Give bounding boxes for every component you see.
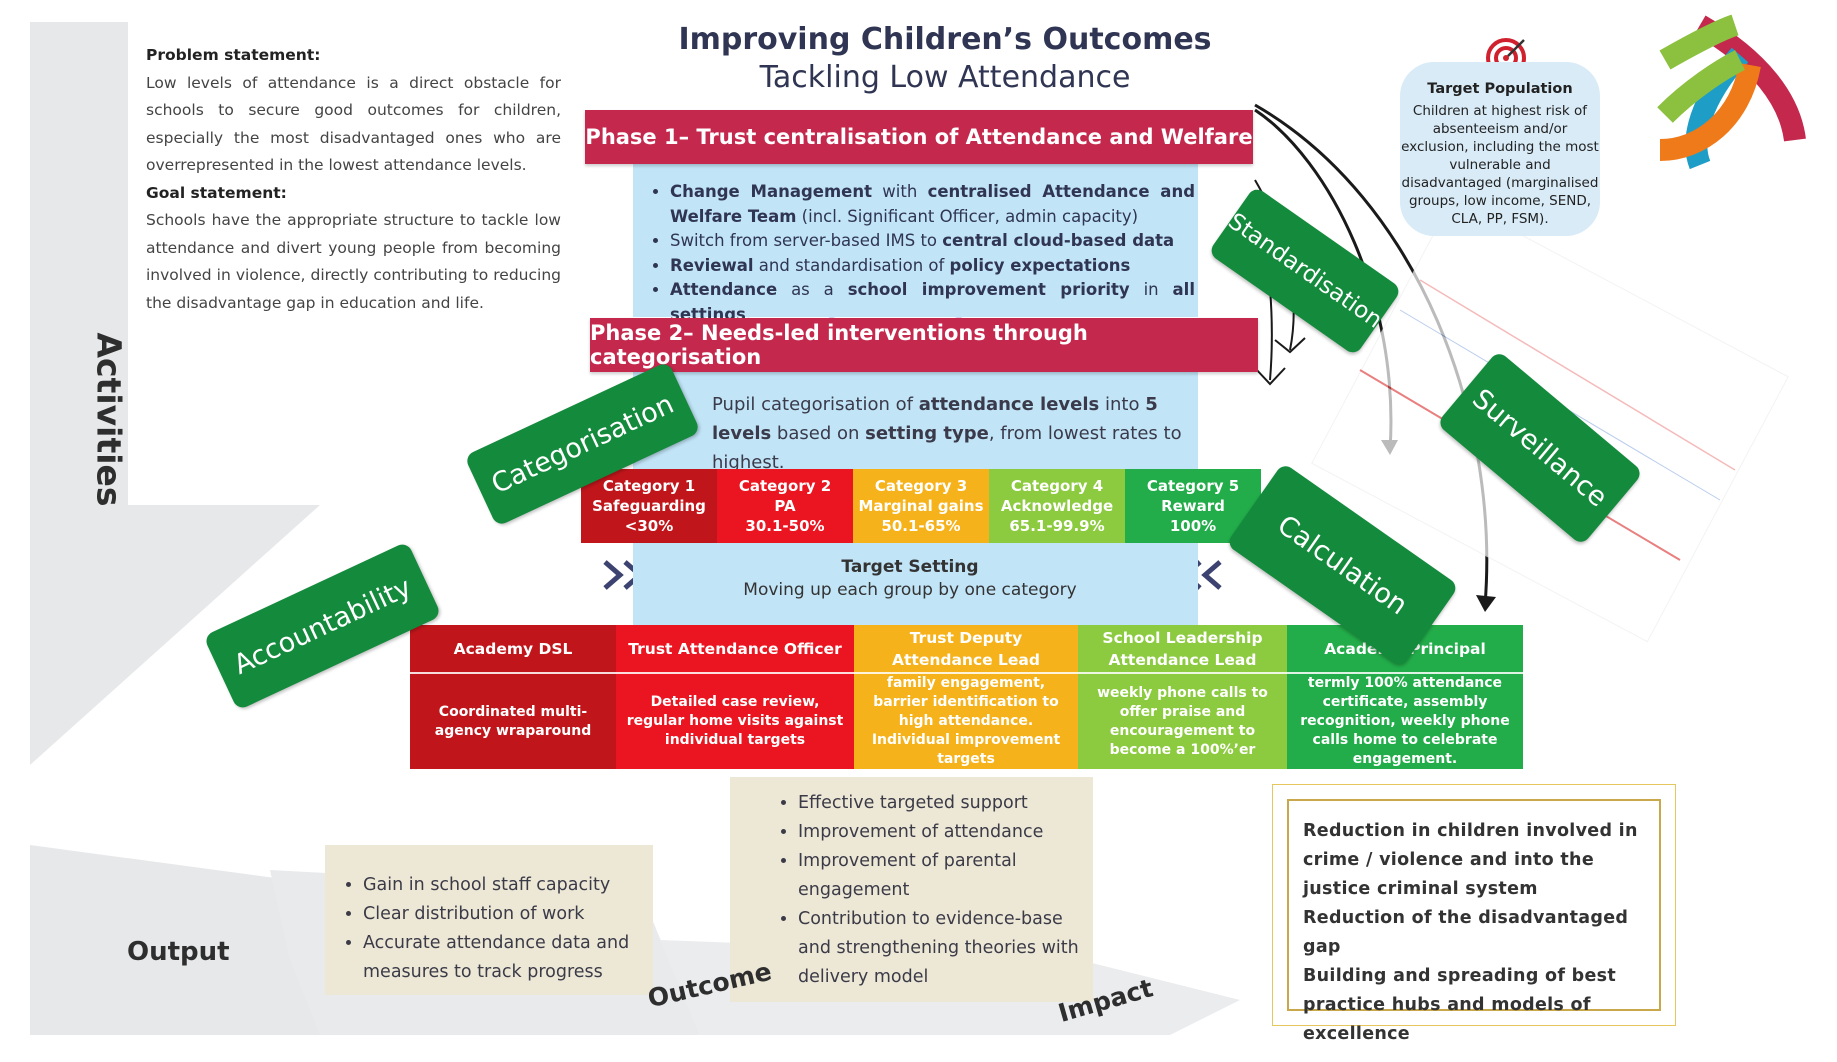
problem-text: Low levels of attendance is a direct obs… [146, 73, 561, 175]
role-body: weekly phone calls to offer praise and e… [1097, 684, 1268, 758]
phase1-item: Attendance as a school improvement prior… [670, 278, 1195, 327]
goal-text: Schools have the appropriate structure t… [146, 211, 561, 312]
category-name: Category 5 [1146, 477, 1240, 495]
category-range: 100% [1169, 517, 1217, 535]
category-row: Category 1 Safeguarding <30% Category 2 PA 30… [581, 469, 1261, 543]
category-cell: Category 3 Marginal gains 50.1-65% [853, 469, 989, 543]
page-subtitle: Tackling Low Attendance [759, 60, 1131, 95]
category-label: Safeguarding [592, 497, 706, 515]
role-column: School Leadership Attendance Lead weekly … [1078, 625, 1287, 769]
category-cell: Category 5 Reward 100% [1125, 469, 1261, 543]
category-name: Category 3 [874, 477, 968, 495]
page-title: Improving Children’s Outcomes [678, 22, 1212, 57]
outcome-item: Improvement of attendance [798, 818, 1093, 847]
output-arrow [30, 845, 320, 1035]
category-cell: Category 2 PA 30.1-50% [717, 469, 853, 543]
category-label: PA [774, 497, 796, 515]
goal-heading: Goal statement: [146, 183, 287, 202]
output-item: Accurate attendance data and measures to… [363, 929, 653, 987]
phase1-title: Phase 1– Trust centralisation of Attenda… [585, 110, 1253, 164]
category-name: Category 2 [738, 477, 832, 495]
category-cell: Category 4 Acknowledge 65.1-99.9% [989, 469, 1125, 543]
activities-label: Activities [89, 332, 129, 507]
activities-arrow [30, 22, 320, 765]
phase1-panel [633, 163, 1198, 317]
impact-item: Building and spreading of best practice … [1303, 966, 1617, 1044]
role-body: Detailed case review, regular home visit… [626, 694, 844, 748]
target-setting-title: Target Setting [841, 557, 979, 577]
phase2-title: Phase 2– Needs-led interventions through… [590, 318, 1258, 372]
role-table: Academy DSL Coordinated multi-agency wrap… [410, 625, 1523, 769]
problem-statement: Problem statement: Low levels of attenda… [146, 42, 561, 317]
logo-mark [1657, 14, 1806, 170]
impact-item: Reduction of the disadvantaged gap [1303, 908, 1629, 957]
role-head: Trust Attendance Officer [616, 625, 854, 674]
target-population-text: Children at highest risk of absenteeism … [1401, 103, 1599, 227]
category-range: 65.1-99.9% [1009, 517, 1105, 535]
role-body: family engagement, barrier identificatio… [871, 675, 1061, 767]
output-item: Gain in school staff capacity [363, 871, 653, 900]
phase2-text: Pupil categorisation of attendance level… [712, 394, 1182, 473]
impact-item: Reduction in children involved in crime … [1303, 821, 1638, 899]
phase1-item: Reviewal and standardisation of policy e… [670, 254, 1195, 279]
outcome-item: Effective targeted support [798, 789, 1093, 818]
problem-heading: Problem statement: [146, 46, 321, 64]
category-cell: Category 1 Safeguarding <30% [581, 469, 717, 543]
outcome-paper: Effective targeted supportImprovement of… [730, 777, 1093, 1002]
outcome-item: Contribution to evidence-base and streng… [798, 905, 1093, 992]
category-range: <30% [624, 517, 674, 535]
output-list: Gain in school staff capacityClear distr… [345, 871, 653, 987]
category-name: Category 1 [602, 477, 696, 495]
role-body: termly 100% attendance certificate, asse… [1300, 675, 1510, 767]
category-label: Marginal gains [858, 497, 984, 515]
target-population-title: Target Population [1427, 81, 1573, 97]
category-range: 50.1-65% [881, 517, 961, 535]
role-head: Academy DSL [410, 625, 616, 674]
outcome-item: Improvement of parental engagement [798, 847, 1093, 905]
role-head: Trust Deputy Attendance Lead [854, 625, 1078, 674]
target-setting: Target Setting Moving up each group by o… [640, 556, 1180, 602]
phase1-item: Change Management with centralised Atten… [670, 180, 1195, 229]
role-body: Coordinated multi-agency wraparound [434, 703, 592, 739]
category-label: Acknowledge [1000, 497, 1114, 515]
impact-box: Reduction in children involved in crime … [1272, 784, 1676, 1044]
output-item: Clear distribution of work [363, 900, 653, 929]
category-range: 30.1-50% [745, 517, 825, 535]
target-setting-text: Moving up each group by one category [743, 580, 1077, 600]
phase1-list: Change Management with centralised Atten… [655, 180, 1195, 327]
outcome-list: Effective targeted supportImprovement of… [780, 789, 1093, 992]
role-head: School Leadership Attendance Lead [1078, 625, 1287, 674]
category-name: Category 4 [1010, 477, 1104, 495]
output-paper: Gain in school staff capacityClear distr… [325, 845, 653, 995]
output-label: Output [127, 937, 230, 967]
role-column: Academy DSL Coordinated multi-agency wrap… [410, 625, 616, 769]
phase1-item: Switch from server-based IMS to central … [670, 229, 1195, 254]
impact-list: Reduction in children involved in crime … [1287, 799, 1661, 1044]
category-label: Reward [1161, 497, 1225, 515]
target-population: Target Population Children at highest ri… [1400, 62, 1600, 236]
